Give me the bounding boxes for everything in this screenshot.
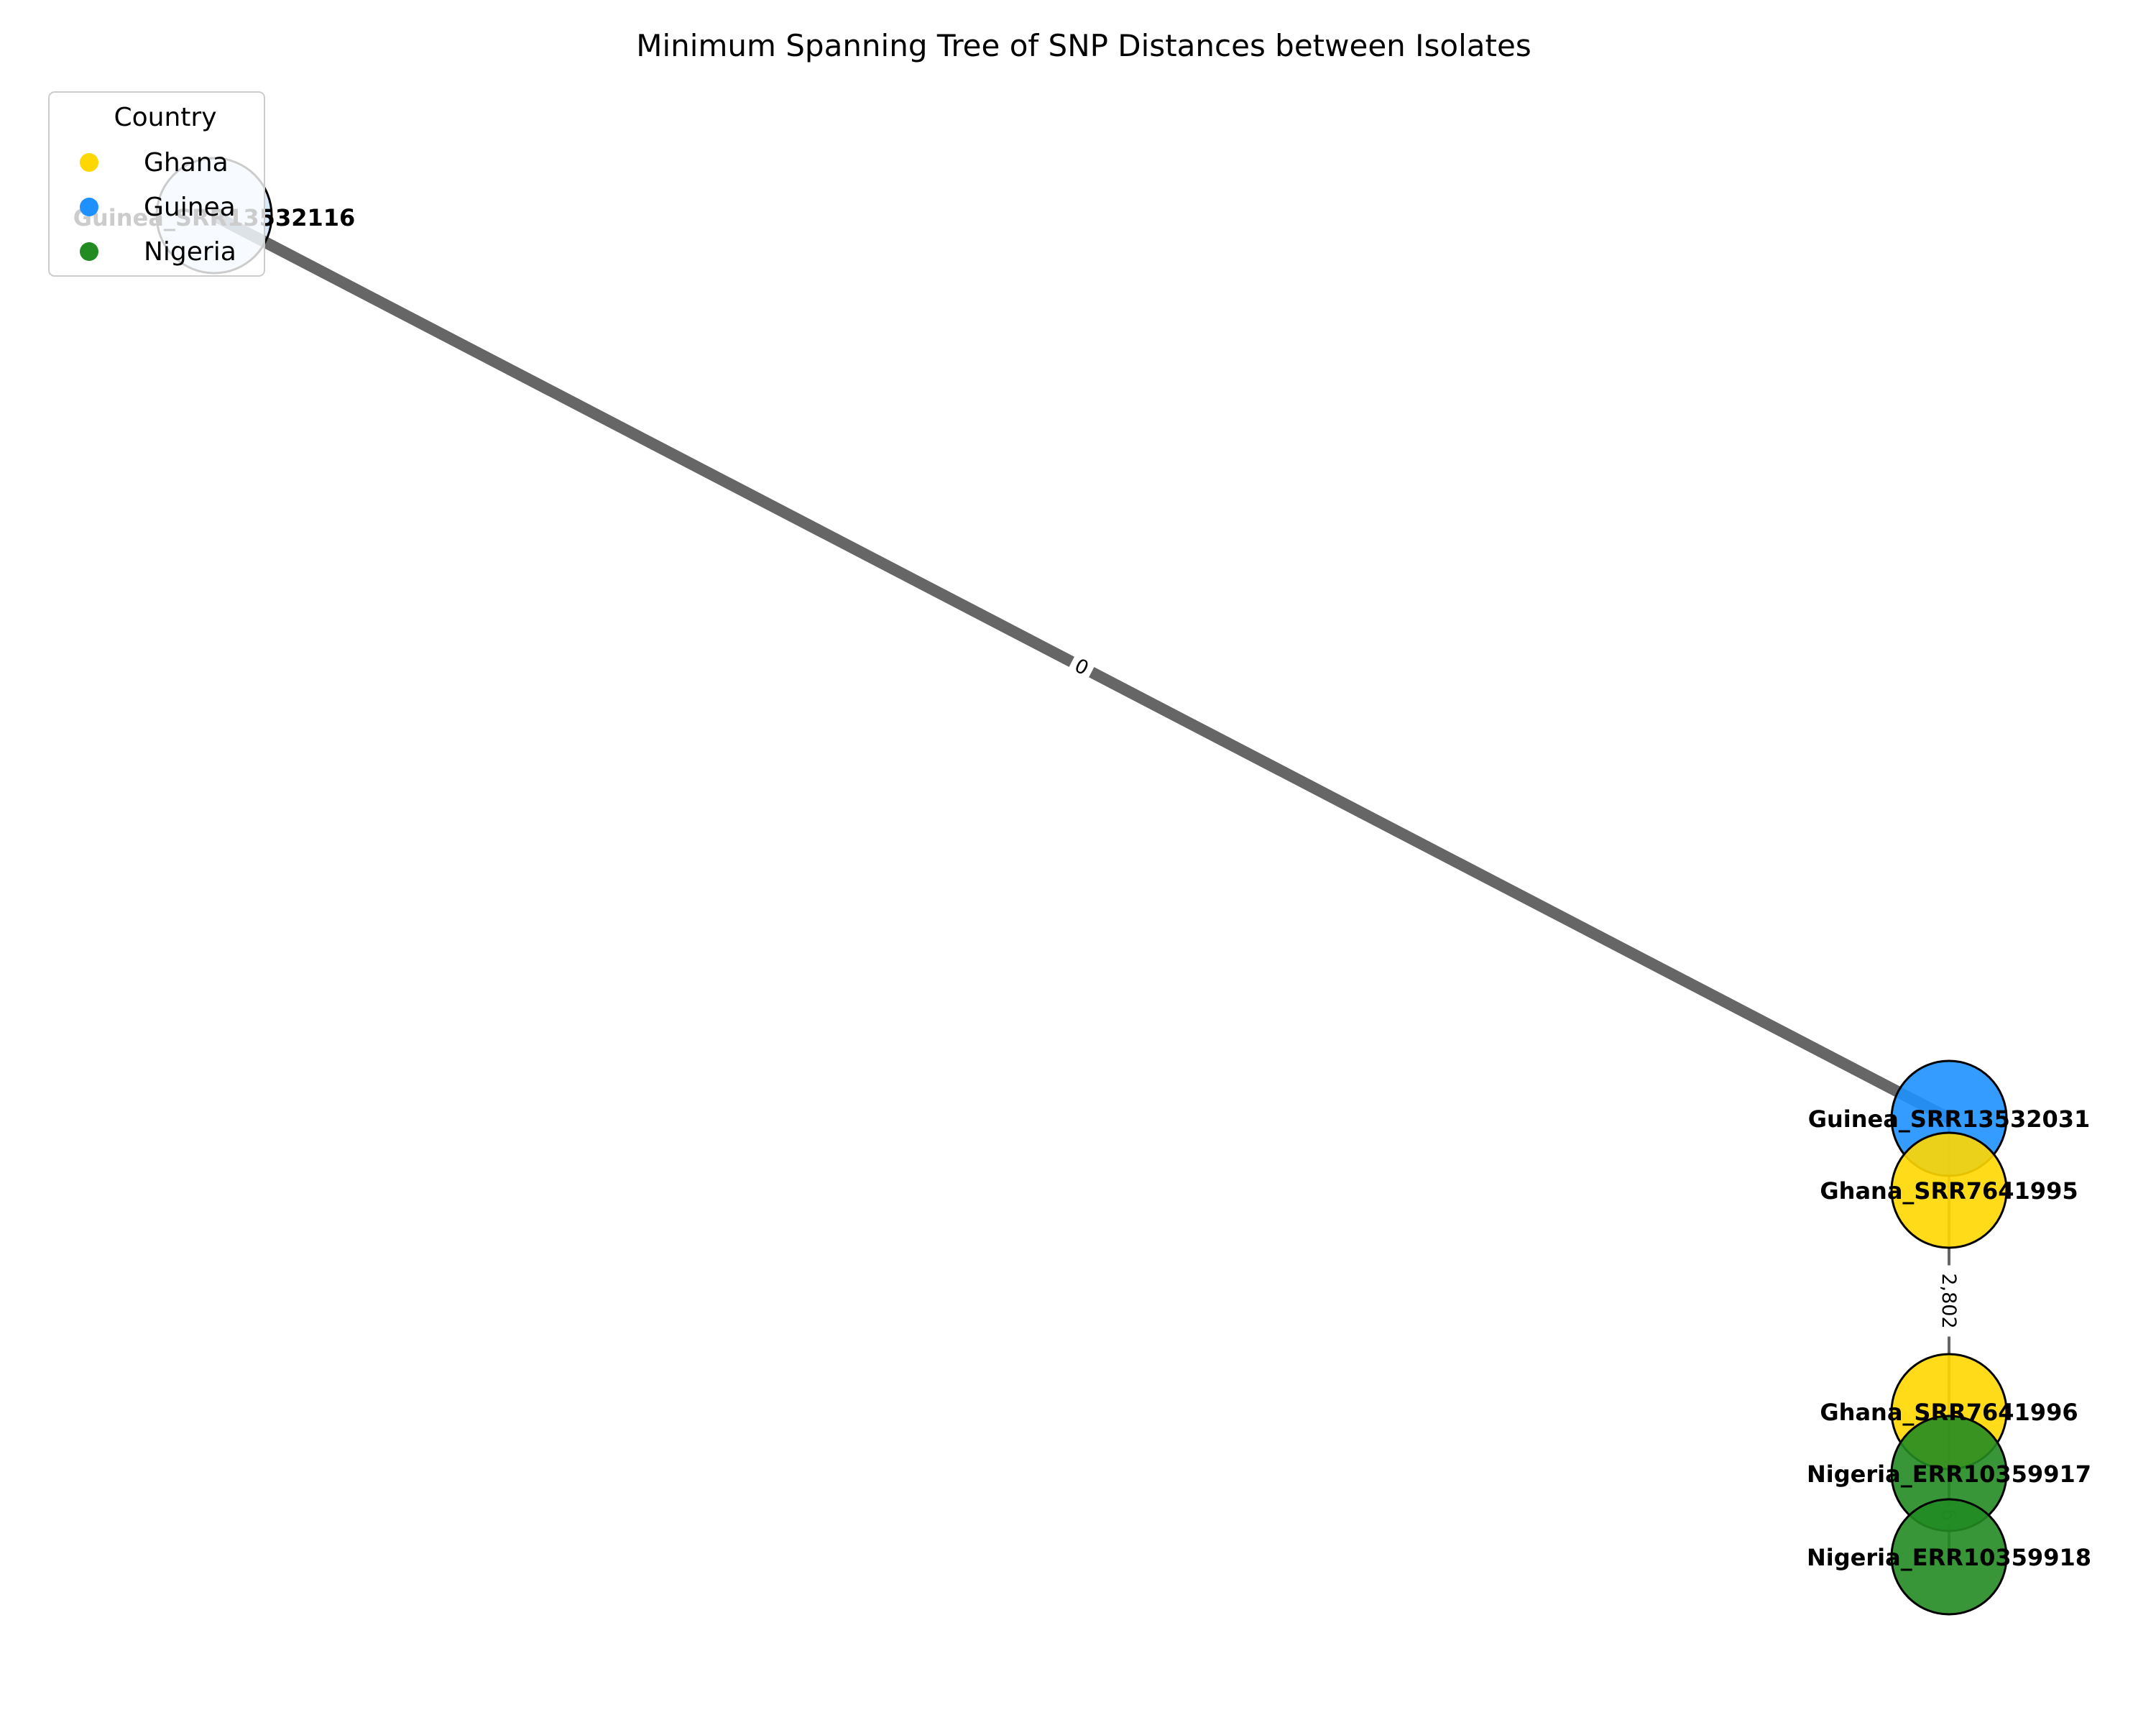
legend-label-nigeria: Nigeria xyxy=(144,237,236,267)
edge-layer xyxy=(211,210,1952,1557)
node-label-Nigeria_ERR10359918: Nigeria_ERR10359918 xyxy=(1807,1544,2091,1571)
edge-label-background xyxy=(1938,1265,1963,1337)
edge-label-2: 2,802 xyxy=(1938,1265,1963,1337)
node-Nigeria_ERR10359918 xyxy=(1890,1498,2008,1616)
edge-label-text: 2,802 xyxy=(1938,1273,1960,1328)
node-label-Ghana_SRR7641996: Ghana_SRR7641996 xyxy=(1820,1399,2078,1426)
legend-marker-guinea xyxy=(80,198,98,216)
legend-marker-nigeria xyxy=(80,242,98,261)
node-label-Nigeria_ERR10359917: Nigeria_ERR10359917 xyxy=(1807,1460,2091,1488)
legend-marker-ghana xyxy=(80,153,98,172)
legend-frame xyxy=(48,91,265,277)
legend-title: Country xyxy=(114,103,216,132)
node-label-Ghana_SRR7641995: Ghana_SRR7641995 xyxy=(1820,1177,2078,1205)
node-label-Guinea_SRR13532031: Guinea_SRR13532031 xyxy=(1808,1105,2091,1133)
edge-label-background xyxy=(1067,649,1098,682)
edge-label-0: 0 xyxy=(1067,649,1098,682)
legend-label-ghana: Ghana xyxy=(144,148,229,178)
legend-label-guinea: Guinea xyxy=(144,193,236,222)
node-layer: Guinea_SRR13532116Guinea_SRR13532031Ghan… xyxy=(73,157,2091,1616)
diagram-title: Minimum Spanning Tree of SNP Distances b… xyxy=(636,28,1531,63)
node-Ghana_SRR7641995 xyxy=(1890,1131,2008,1249)
edge-label-layer: 02,8026 xyxy=(1067,649,1963,1527)
